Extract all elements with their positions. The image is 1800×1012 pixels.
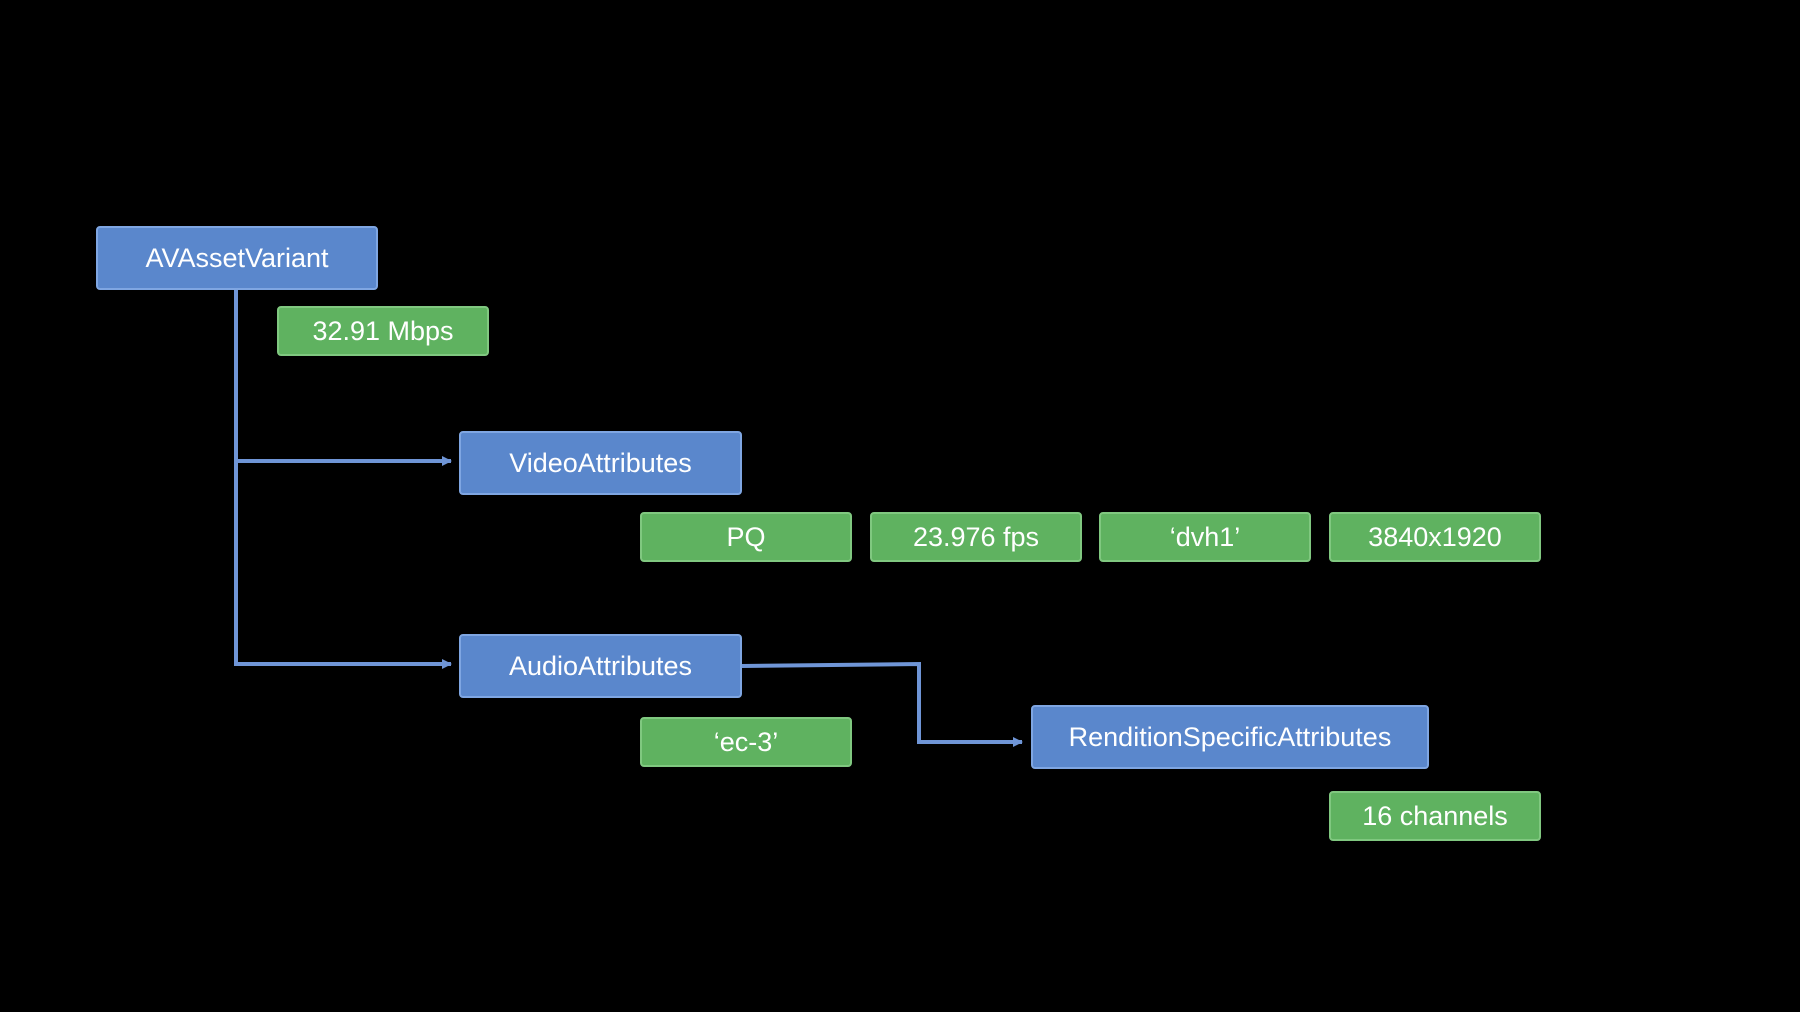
audio-codec-attribute: ‘ec-3’ bbox=[640, 717, 852, 767]
audioattributes-node: AudioAttributes bbox=[459, 634, 742, 698]
connector-root-to-audio bbox=[234, 461, 452, 669]
video-codec-attribute: ‘dvh1’ bbox=[1099, 512, 1311, 562]
channel-count-attribute: 16 channels bbox=[1329, 791, 1541, 841]
frame-rate-attribute: 23.976 fps bbox=[870, 512, 1082, 562]
renditionspecificattributes-node: RenditionSpecificAttributes bbox=[1031, 705, 1429, 769]
bitrate-attribute: 32.91 Mbps bbox=[277, 306, 489, 356]
video-range-attribute: PQ bbox=[640, 512, 852, 562]
avassetvariant-node: AVAssetVariant bbox=[96, 226, 378, 290]
videoattributes-node: VideoAttributes bbox=[459, 431, 742, 495]
resolution-attribute: 3840x1920 bbox=[1329, 512, 1541, 562]
connector-audio-to-rendition bbox=[741, 661, 1023, 747]
